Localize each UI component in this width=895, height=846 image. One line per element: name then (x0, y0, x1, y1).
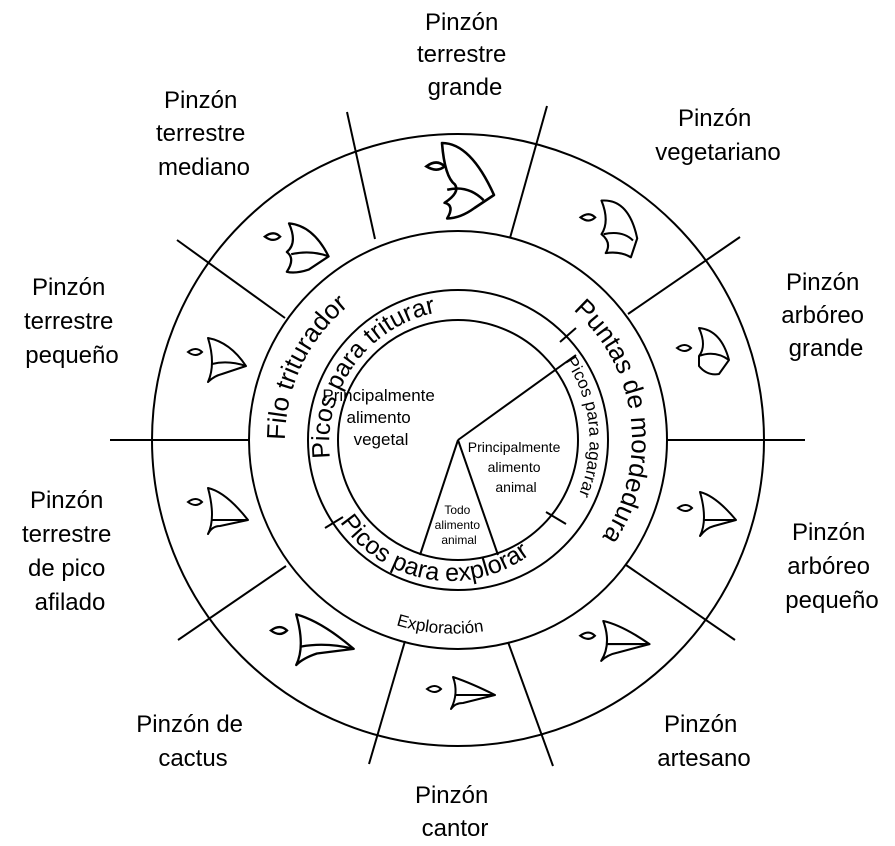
finch-beak-icon (271, 614, 354, 665)
species-label-cactus: Pinzón de cactus (136, 711, 249, 772)
finch-beak-icon (188, 338, 246, 382)
core-label-todo: Todo alimento animal (435, 503, 484, 547)
finch-beak-icon (677, 328, 729, 374)
finch-beak-icon (580, 621, 649, 661)
finch-beak-icon (678, 492, 736, 536)
ring-labels: Filo triturador Puntas de mordedura Expl… (261, 287, 656, 637)
finch-beak-icon (581, 200, 638, 257)
finch-beak-icon (427, 677, 495, 709)
finch-beak-icon (188, 488, 248, 534)
species-label-terrestre-pequeno: Pinzón terrestre pequeño (24, 274, 120, 369)
species-label-vegetariano: Pinzón vegetariano (655, 105, 780, 166)
species-label-terrestre-grande: Pinzón terrestre grande (417, 9, 513, 101)
species-label-arboreo-grande: Pinzón arbóreo grande (781, 269, 870, 362)
ring-label-picos-para-agarrar: Picos para agarrar (562, 353, 605, 501)
species-label-pico-afilado: Pinzón terrestre de pico afilado (22, 487, 118, 616)
ring-label-puntas-de-mordedura: Puntas de mordedura (569, 293, 656, 551)
core-label-animal: Principalmente alimento animal (468, 439, 565, 495)
species-label-arboreo-pequeno: Pinzón arbóreo pequeño (785, 519, 878, 614)
species-label-cantor: Pinzón cantor (415, 782, 495, 842)
ring-label-exploracion: Exploración (395, 611, 485, 638)
species-label-terrestre-mediano: Pinzón terrestre mediano (156, 87, 252, 181)
finch-beak-icon (265, 223, 329, 272)
finch-beak-icon (426, 143, 494, 218)
species-label-artesano: Pinzón artesano (657, 711, 750, 772)
